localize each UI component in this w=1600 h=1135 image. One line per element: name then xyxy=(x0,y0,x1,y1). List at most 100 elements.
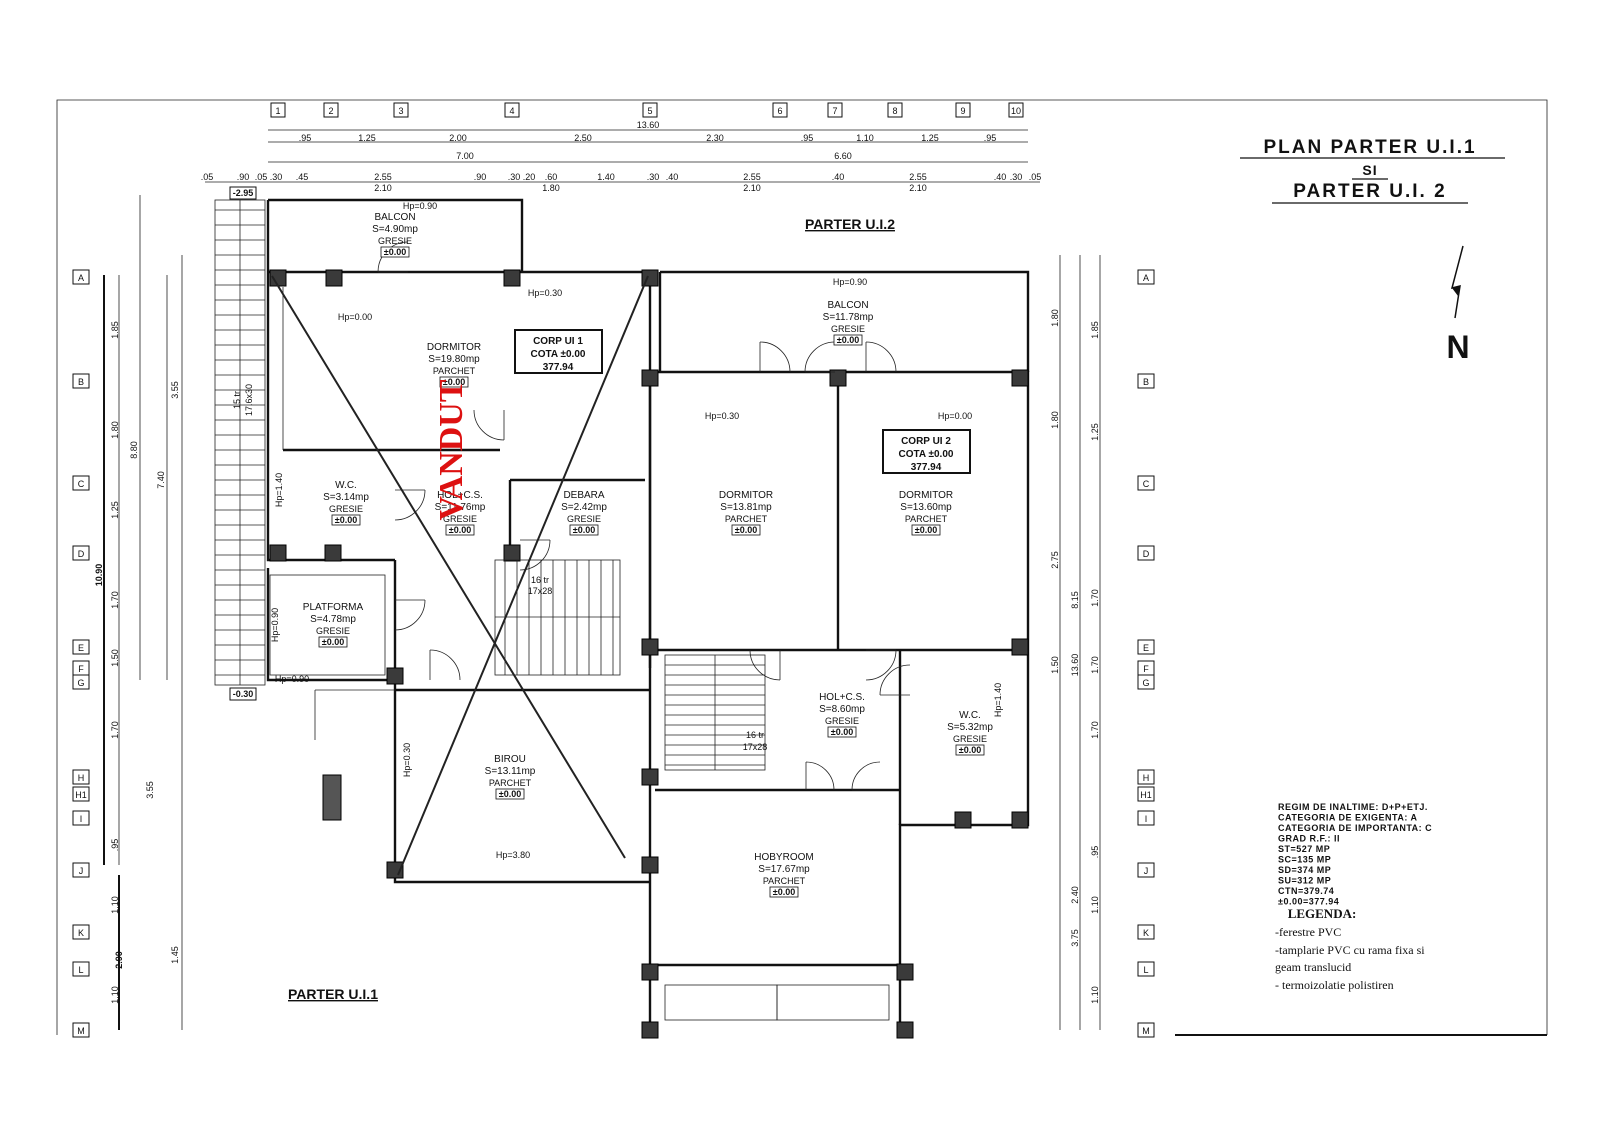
room-level: ±0.00 xyxy=(831,727,853,737)
structural-column xyxy=(325,269,343,287)
row-grid-box xyxy=(72,545,90,561)
level-box xyxy=(380,246,410,258)
dim-value: 2.00 xyxy=(449,133,467,143)
stair-ui2-count: 16 tr xyxy=(746,730,764,740)
corp-box-ui2: CORP UI 2 COTA ±0.00 377.94 xyxy=(882,429,971,474)
room-name: DEBARA xyxy=(563,490,604,501)
room-area: S=13.60mp xyxy=(900,502,952,513)
dim-value: 1.50 xyxy=(1050,656,1060,674)
room-area: S=19.80mp xyxy=(428,354,480,365)
structural-column xyxy=(641,768,659,786)
dim-value: 1.25 xyxy=(921,133,939,143)
exterior-stair: 15 tr 17.6x30 -2.95 -0.30 xyxy=(214,186,266,701)
corp-ui2-line1: CORP UI 2 xyxy=(901,436,951,447)
structural-column xyxy=(641,638,659,656)
room-name: W.C. xyxy=(959,710,981,721)
dim-value: 13.60 xyxy=(1070,654,1080,677)
left-dimensions: 1.853.551.801.251.701.501.703.55.951.101… xyxy=(94,195,183,1030)
dim-row3-sub-2: 1.80 xyxy=(542,183,560,193)
room-labels: BALCONS=4.90mpGRESIE±0.00DORMITORS=19.80… xyxy=(303,212,993,898)
height-annotation: Hp=0.90 xyxy=(270,608,280,642)
walls xyxy=(266,198,1030,1035)
row-grid-box xyxy=(72,475,90,491)
dim-value: 2.90 xyxy=(114,951,124,969)
dim-value: .30 xyxy=(647,172,660,182)
legend-title: LEGENDA: xyxy=(1288,906,1357,921)
level-box xyxy=(495,788,525,800)
row-grid-box xyxy=(72,862,90,878)
dim-value: .30 xyxy=(1010,172,1023,182)
height-annotation: Hp=0.30 xyxy=(528,288,562,298)
dim-value: .95 xyxy=(801,133,814,143)
dim-value: 2.50 xyxy=(574,133,592,143)
dim-value: 1.10 xyxy=(1090,986,1100,1004)
row-grid-box xyxy=(72,1022,90,1038)
info-line: CATEGORIA DE IMPORTANTA: C xyxy=(1278,823,1432,833)
info-line: REGIM DE INALTIME: D+P+ETJ. xyxy=(1278,802,1428,812)
room-area: S=8.60mp xyxy=(819,704,865,715)
row-grid-label: B xyxy=(78,377,84,387)
room-name: BALCON xyxy=(827,300,868,311)
room-finish: GRESIE xyxy=(567,514,601,524)
room-level: ±0.00 xyxy=(915,525,937,535)
sold-stamp: VANDUT xyxy=(433,379,470,520)
column-grid-box xyxy=(642,102,658,118)
height-annotation: Hp=3.80 xyxy=(496,850,530,860)
structural-column xyxy=(641,369,659,387)
row-grid-box xyxy=(1137,786,1155,802)
room-name: BALCON xyxy=(374,212,415,223)
dim-value: 3.55 xyxy=(145,781,155,799)
row-grid-box xyxy=(72,786,90,802)
row-grid-label: E xyxy=(78,643,84,653)
room-finish: GRESIE xyxy=(316,626,350,636)
column-grid-label: 8 xyxy=(892,106,897,116)
room-area: S=3.14mp xyxy=(323,492,369,503)
row-grid-box xyxy=(72,674,90,690)
dim-value: 1.80 xyxy=(1050,411,1060,429)
title-block: PLAN PARTER U.I.1 SI PARTER U.I. 2 xyxy=(1240,137,1505,204)
row-grid-box xyxy=(1137,674,1155,690)
project-info: REGIM DE INALTIME: D+P+ETJ. CATEGORIA DE … xyxy=(1278,802,1432,907)
level-box xyxy=(439,376,469,388)
corp-box-ui1: CORP UI 1 COTA ±0.00 377.94 xyxy=(514,329,603,374)
dim-value: 1.10 xyxy=(856,133,874,143)
north-label: N xyxy=(1446,329,1469,365)
height-annotation: Hp=1.40 xyxy=(993,683,1003,717)
room-name: DORMITOR xyxy=(899,490,953,501)
room-finish: PARCHET xyxy=(905,514,948,524)
legend-item-1: -ferestre PVC xyxy=(1275,925,1341,939)
info-line: SU=312 MP xyxy=(1278,876,1331,886)
dim-value: 1.10 xyxy=(110,986,120,1004)
door-swing xyxy=(879,664,911,696)
column-grid-label: 6 xyxy=(777,106,782,116)
column-grid-label: 7 xyxy=(832,106,837,116)
column-grid-label: 1 xyxy=(275,106,280,116)
dim-value: 1.70 xyxy=(110,721,120,739)
row-grid-label: D xyxy=(1143,549,1150,559)
title-line-1: PLAN PARTER U.I.1 xyxy=(1263,137,1476,158)
structural-column xyxy=(829,369,847,387)
structural-column xyxy=(1011,369,1029,387)
level-box xyxy=(911,524,941,536)
structural-column xyxy=(269,544,287,562)
door-swing xyxy=(394,489,426,521)
level-box xyxy=(955,744,985,756)
corp-ui2-line2: COTA ±0.00 xyxy=(899,449,954,460)
row-grid-label: A xyxy=(1143,273,1149,283)
room-level: ±0.00 xyxy=(384,247,406,257)
row-grid-box xyxy=(1137,1022,1155,1038)
dim-value: .05 xyxy=(201,172,214,182)
dim-value: 1.85 xyxy=(110,321,120,339)
room-finish: PARCHET xyxy=(763,876,806,886)
height-annotation: Hp=0.90 xyxy=(403,201,437,211)
room-level: ±0.00 xyxy=(735,525,757,535)
dim-value: 1.80 xyxy=(1050,309,1060,327)
room-finish: GRESIE xyxy=(825,716,859,726)
structural-column xyxy=(386,667,404,685)
column-grid-label: 5 xyxy=(647,106,652,116)
row-grid-label: H xyxy=(78,773,85,783)
column-grid-box xyxy=(504,102,520,118)
room-finish: PARCHET xyxy=(725,514,768,524)
